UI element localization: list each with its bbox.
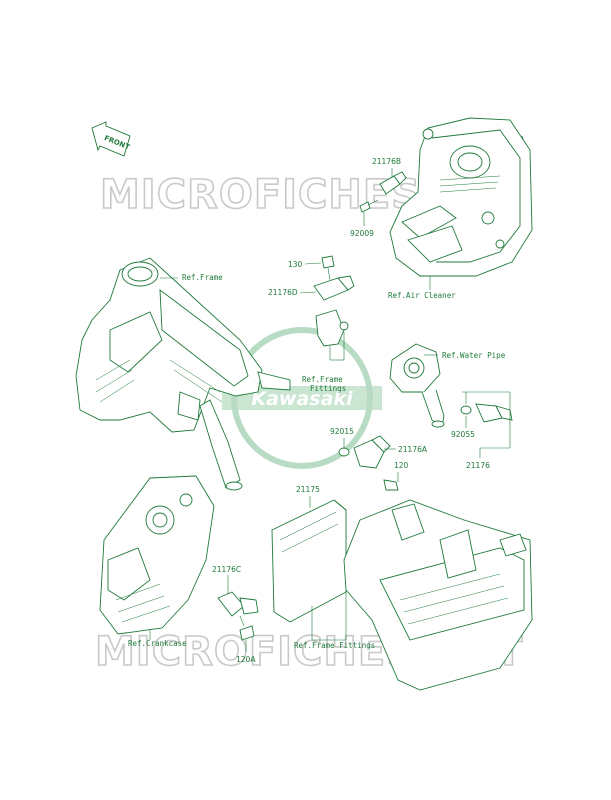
sensor-21176d	[313, 275, 355, 301]
crankcase	[99, 475, 215, 635]
part-120a: 120A	[236, 655, 256, 664]
sensor-21176c	[217, 591, 259, 617]
part-120: 120	[394, 461, 409, 470]
washer-92015	[338, 447, 350, 457]
part-21176c: 21176C	[212, 565, 241, 574]
ref-water-pipe-label: Ref.Water Pipe	[442, 351, 506, 360]
part-21176b: 21176B	[372, 157, 401, 166]
ref-air-cleaner-label: Ref.Air Cleaner	[388, 291, 456, 300]
part-21175: 21175	[296, 485, 320, 494]
ecu-21175	[271, 499, 347, 623]
sensor-21176a	[353, 435, 391, 469]
screw-92009	[359, 199, 379, 213]
bolt-120	[383, 479, 399, 491]
part-21176a: 21176A	[398, 445, 428, 454]
ref-frame-fittings-label-1: Ref.Frame	[302, 375, 343, 384]
part-130: 130	[288, 260, 303, 269]
kawasaki-logo: Kawasaki	[222, 327, 382, 469]
part-92055: 92055	[451, 430, 475, 439]
front-arrow-icon: FRONT	[91, 121, 131, 157]
bolt-130	[321, 255, 335, 281]
water-pipe-fitting	[389, 343, 445, 428]
sensor-21176b	[379, 171, 407, 195]
battery-case	[343, 499, 533, 691]
part-92015: 92015	[330, 427, 354, 436]
ref-frame-fittings-label-2: Fittings	[310, 384, 346, 393]
ref-frame-fittings-bottom-label: Ref.Frame Fittings	[294, 641, 375, 650]
ref-crankcase-label: Ref.Crankcase	[128, 639, 187, 648]
bracket-frame-fittings	[315, 309, 349, 347]
svg-text:Kawasaki: Kawasaki	[251, 388, 353, 410]
sensor-21176	[475, 403, 513, 423]
o-ring-92055	[460, 405, 472, 415]
frame	[75, 257, 291, 491]
air-cleaner-housing	[389, 117, 533, 277]
part-21176d: 21176D	[268, 288, 298, 297]
part-92009: 92009	[350, 229, 374, 238]
part-21176: 21176	[466, 461, 490, 470]
bolt-120a	[239, 615, 255, 641]
ref-frame-label: Ref.Frame	[182, 273, 223, 282]
